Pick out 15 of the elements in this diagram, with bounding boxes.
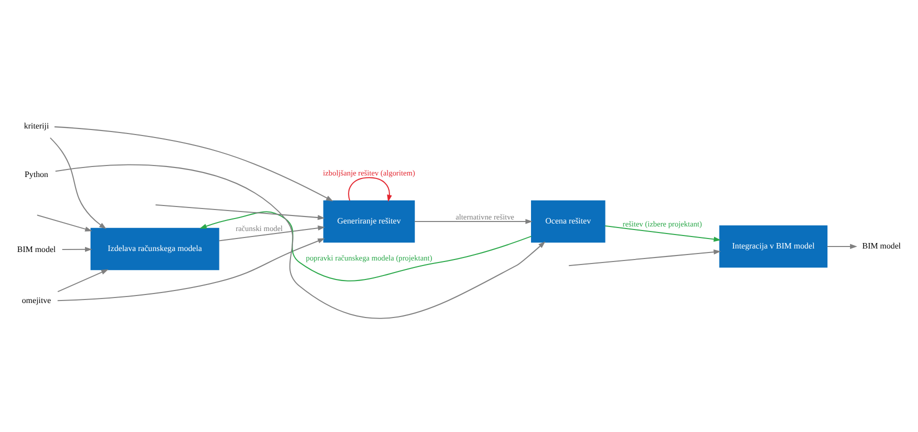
arrow bbox=[604, 224, 721, 242]
arrow bbox=[58, 238, 325, 301]
arrow bbox=[219, 225, 326, 241]
arrow bbox=[50, 136, 106, 229]
arrow bbox=[827, 243, 858, 248]
arrow bbox=[568, 249, 721, 266]
arrow bbox=[37, 214, 92, 231]
arrow bbox=[348, 176, 392, 202]
arrow bbox=[55, 164, 546, 318]
arrow bbox=[200, 210, 532, 281]
arrow bbox=[54, 126, 334, 201]
arrow bbox=[62, 246, 92, 252]
arrow bbox=[58, 268, 108, 292]
arrow bbox=[156, 204, 325, 220]
arrow bbox=[414, 218, 533, 224]
